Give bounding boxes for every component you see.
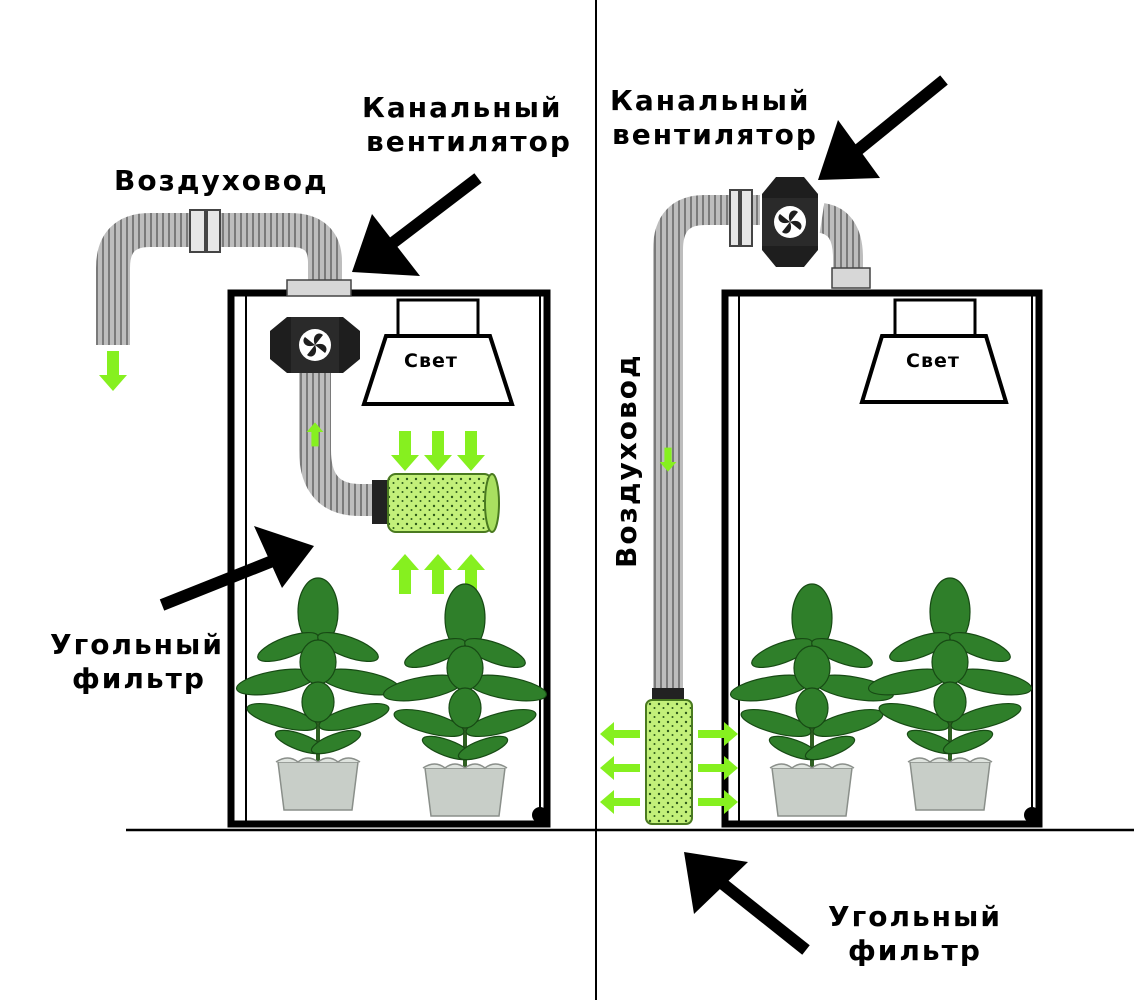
right-inline-fan-icon: [762, 177, 818, 267]
right-filter-label-line2: фильтр: [848, 934, 982, 967]
left-duct-outside: [96, 213, 342, 345]
right-plant-2: [864, 576, 1036, 812]
left-filter-label-line1: Угольный: [50, 628, 224, 661]
left-duct-label: Воздуховод: [114, 164, 329, 197]
left-fan-label-line2: вентилятор: [366, 125, 572, 158]
left-filter-pointer-arrow: [159, 526, 314, 611]
right-filter-arrows: [600, 722, 738, 814]
left-duct-arrow-down: [99, 351, 127, 391]
left-inline-fan-icon: [270, 317, 360, 373]
right-plant-1: [726, 582, 898, 818]
left-fan-label-line1: Канальный: [362, 91, 563, 124]
right-tent: [721, 289, 1043, 828]
right-duct: [653, 195, 760, 700]
right-carbon-filter: [645, 688, 693, 825]
right-fan-label-line1: Канальный: [610, 84, 811, 117]
right-filter-label-line1: Угольный: [828, 900, 1002, 933]
right-fan-label-line2: вентилятор: [612, 118, 818, 151]
left-plant-2: [379, 582, 551, 818]
left-plant-1: [232, 576, 404, 812]
right-panel: [600, 75, 1043, 955]
left-light-label: Свет: [404, 350, 458, 372]
left-tent: [227, 289, 551, 828]
right-grow-light: [859, 298, 1009, 404]
left-filter-arrows-down: [391, 431, 485, 471]
left-filter-label-line2: фильтр: [72, 662, 206, 695]
right-light-label: Свет: [906, 350, 960, 372]
left-grow-light: [361, 298, 515, 406]
left-carbon-filter: [372, 473, 500, 533]
left-fan-pointer-arrow: [352, 173, 482, 276]
left-panel: [96, 173, 551, 828]
right-fan-pointer-arrow: [818, 75, 948, 180]
right-filter-pointer-arrow: [684, 852, 810, 955]
right-duct-label: Воздуховод: [610, 353, 643, 568]
left-duct-inside: [299, 373, 385, 516]
